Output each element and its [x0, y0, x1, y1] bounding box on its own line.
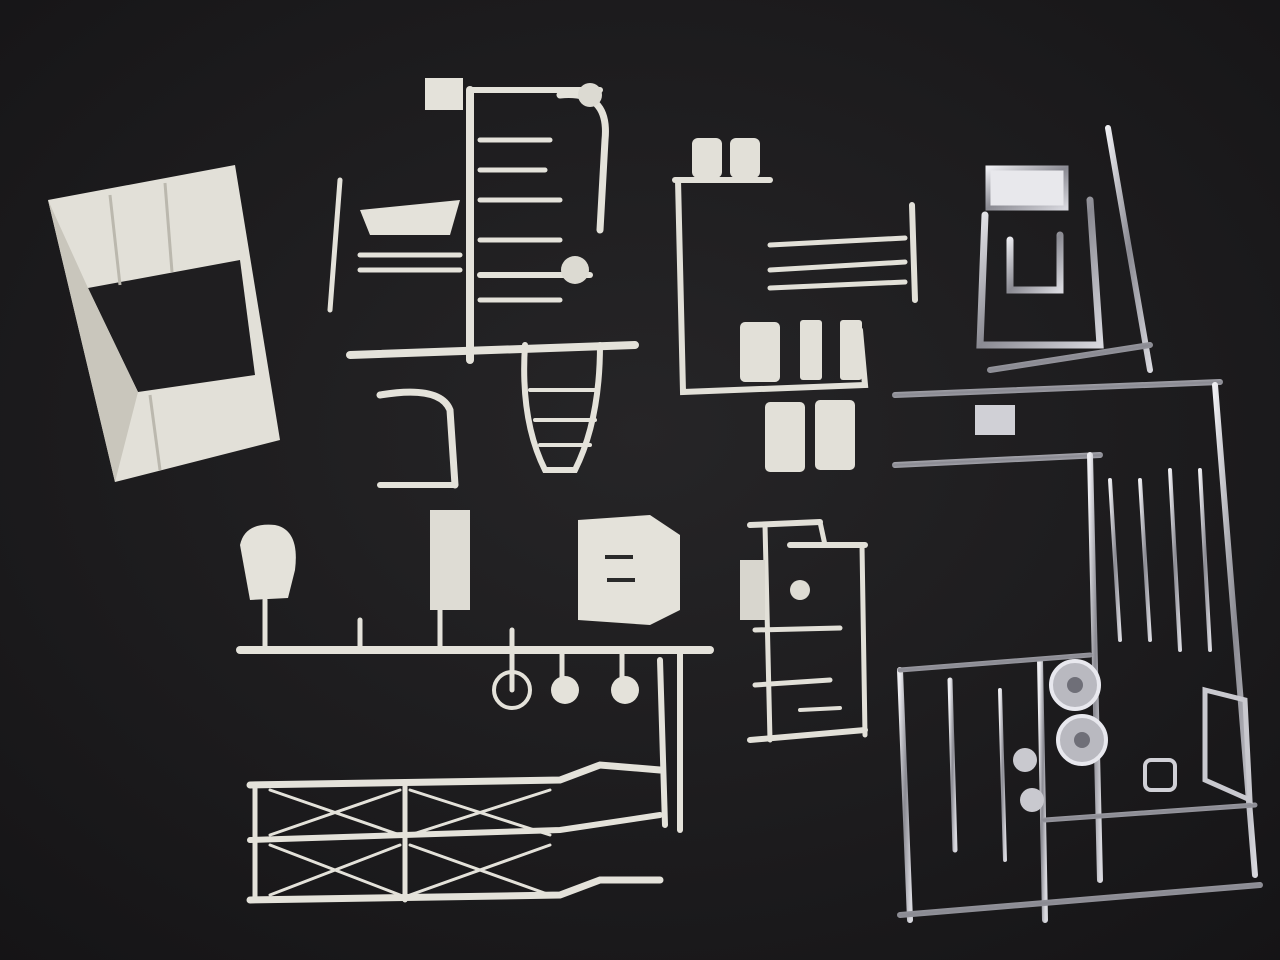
floor-pan-part	[578, 515, 680, 625]
engine-block-part	[425, 78, 463, 110]
body-tub-part	[48, 165, 280, 482]
white-sprue-engine-parts	[672, 177, 918, 396]
steering-wheel-part	[492, 670, 532, 710]
tire-part	[611, 676, 639, 704]
fan-part	[790, 580, 810, 600]
rear-axle-part	[360, 200, 460, 235]
chrome-sprue-rollbar	[976, 125, 1153, 373]
white-sprue-interior-parts	[236, 597, 714, 833]
dashboard-part	[430, 510, 470, 610]
seat-part	[240, 524, 296, 600]
differential-part	[578, 83, 602, 107]
tire-part	[551, 676, 579, 704]
chrome-wheels	[975, 405, 1253, 812]
white-sprue-chassis-parts	[327, 86, 639, 489]
white-sprue-suspension-parts	[747, 519, 868, 743]
differential-part	[561, 256, 589, 284]
white-sprue-frame-rails	[246, 761, 664, 904]
engine-cylinder-heads	[692, 138, 862, 472]
transmission-part	[740, 560, 765, 620]
